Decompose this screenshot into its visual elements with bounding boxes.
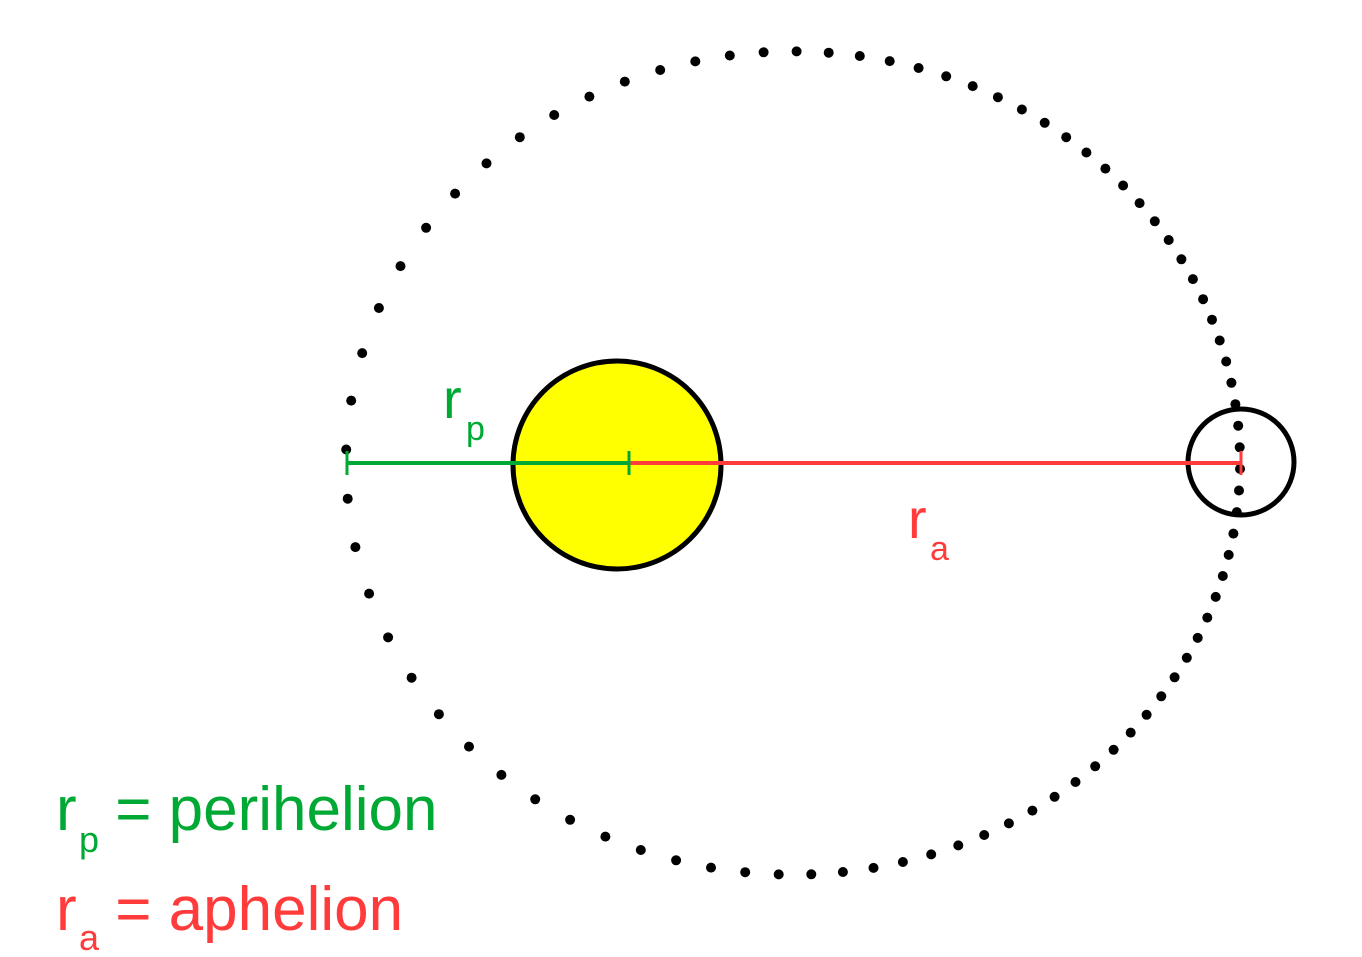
orbit-dot: [884, 56, 895, 67]
orbit-dot: [584, 91, 595, 102]
orbit-dot: [530, 794, 541, 805]
orbit-dot: [1214, 335, 1225, 346]
orbit-dot: [1125, 727, 1136, 738]
orbit-dot: [1108, 744, 1119, 755]
orbit-dot: [481, 158, 492, 169]
orbit-dot: [953, 840, 964, 851]
orbit-dot: [1003, 818, 1014, 829]
orbit-path-dots: [341, 46, 1245, 880]
orbit-dot: [806, 869, 817, 880]
orbit-dot: [926, 849, 937, 860]
orbit-dot: [1156, 691, 1167, 702]
orbit-dot: [1207, 314, 1217, 325]
orbit-dot: [671, 855, 682, 866]
orbit-dot: [433, 709, 444, 720]
orbit-dot: [464, 741, 474, 752]
orbit-dot: [346, 395, 357, 406]
orbit-dot: [992, 92, 1003, 103]
orbit-dot: [1198, 294, 1209, 305]
orbit-dot: [1223, 549, 1234, 560]
orbit-dot: [1061, 132, 1072, 143]
orbit-dot: [383, 632, 394, 643]
orbit-dot: [1169, 672, 1180, 683]
orbit-dot: [967, 81, 978, 92]
orbit-dot: [549, 110, 560, 120]
orbit-dot: [1118, 180, 1129, 191]
orbit-dot: [1100, 163, 1111, 174]
orbit-dot: [706, 862, 716, 873]
orbit-dot: [1234, 485, 1244, 496]
orbit-dot: [724, 50, 735, 61]
orbit-dot: [619, 76, 630, 87]
orbit-dot: [373, 303, 384, 313]
orbit-dot: [854, 51, 865, 61]
orbit-dot: [1176, 254, 1187, 265]
orbit-dot: [635, 845, 646, 855]
orbit-dot: [600, 831, 611, 842]
legend-aphelion: ra = aphelion: [56, 875, 403, 957]
orbit-dot: [1149, 216, 1160, 227]
orbit-dot: [421, 222, 432, 233]
orbit-dot: [1081, 147, 1092, 158]
orbit-dot: [1039, 117, 1050, 128]
orbit-dot: [690, 56, 701, 67]
orbit-dot: [357, 348, 368, 359]
orbit-dot: [837, 867, 848, 877]
orbit-dot: [1181, 652, 1192, 663]
orbit-dot: [1228, 528, 1239, 539]
orbit-dot: [1070, 777, 1081, 787]
orbit-dot: [1192, 632, 1203, 643]
orbit-dot: [791, 46, 802, 57]
orbit-dot: [868, 862, 879, 873]
ra-label: ra: [908, 487, 949, 568]
orbit-dot: [1210, 591, 1221, 602]
orbit-dot: [655, 65, 666, 75]
orbit-dot: [1233, 420, 1244, 431]
legend-perihelion: rp = perihelion: [56, 775, 438, 860]
orbit-dot: [1202, 612, 1213, 623]
orbit-dot: [341, 444, 352, 455]
orbit-dot: [514, 132, 525, 143]
orbit-dot: [1027, 805, 1038, 816]
orbit-dot: [364, 588, 375, 599]
orbit-dot: [406, 672, 417, 683]
orbit-dot: [913, 63, 924, 73]
orbit-dot: [823, 47, 834, 58]
orbit-dot: [496, 769, 507, 780]
orbit-dot: [1134, 198, 1145, 209]
orbit-dot: [773, 869, 784, 880]
orbit-dot: [1090, 761, 1101, 772]
orbit-dot: [1226, 377, 1237, 388]
orbit-dot: [1217, 571, 1228, 581]
orbit-dot: [1016, 104, 1027, 115]
orbit-dot: [342, 493, 353, 504]
orbit-dot: [450, 188, 461, 199]
orbit-dot: [897, 857, 908, 867]
orbit-dot: [1187, 274, 1198, 285]
orbit-dot: [1221, 356, 1232, 367]
orbit-dot: [395, 261, 406, 272]
orbit-dot: [1141, 709, 1152, 720]
orbit-dot: [758, 47, 769, 58]
orbit-dot: [1049, 791, 1060, 802]
orbit-dot: [1163, 235, 1174, 245]
orbit-dot: [1234, 442, 1245, 453]
orbit-dot: [565, 814, 576, 825]
orbit-dot: [350, 542, 361, 553]
orbit-dot: [740, 867, 751, 878]
orbit-dot: [979, 830, 990, 840]
orbit-dot: [941, 71, 952, 82]
